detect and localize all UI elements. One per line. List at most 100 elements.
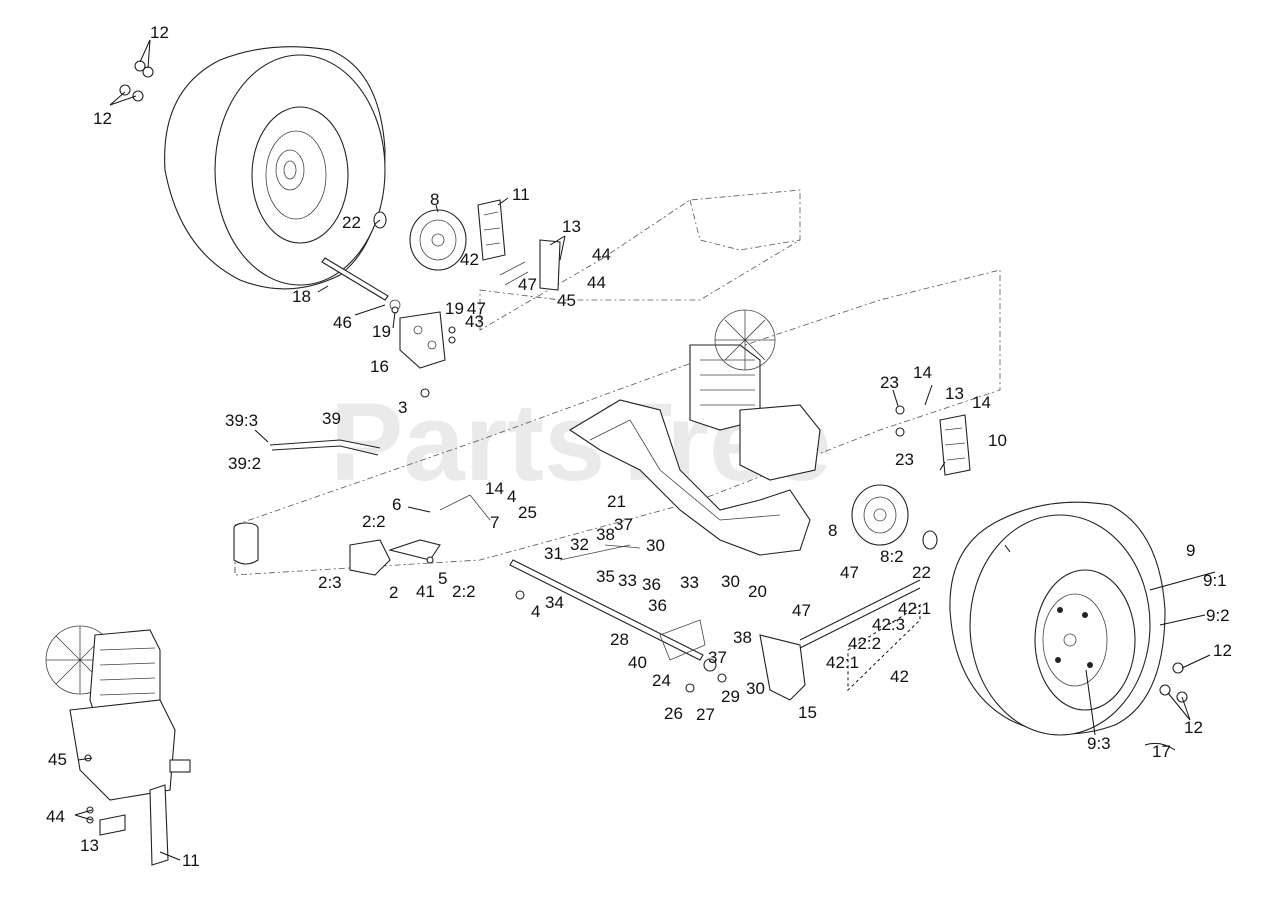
callout-45[interactable]: 45 (557, 291, 576, 310)
callout-21[interactable]: 21 (607, 492, 626, 511)
callout-41[interactable]: 41 (416, 582, 435, 601)
callout-31[interactable]: 31 (544, 544, 563, 563)
callout-23[interactable]: 23 (880, 373, 899, 392)
callout-40[interactable]: 40 (628, 653, 647, 672)
callout-47[interactable]: 47 (840, 563, 859, 582)
callout-9-3[interactable]: 9:3 (1087, 734, 1111, 753)
callout-13[interactable]: 13 (562, 217, 581, 236)
callout-8[interactable]: 8 (828, 521, 837, 540)
callout-44[interactable]: 44 (592, 245, 611, 264)
callout-38[interactable]: 38 (733, 628, 752, 647)
callout-2[interactable]: 2 (389, 583, 398, 602)
callout-42-3[interactable]: 42:3 (872, 615, 905, 634)
callout-18[interactable]: 18 (292, 287, 311, 306)
callout-14[interactable]: 14 (485, 479, 504, 498)
callout-42-1-bottom[interactable]: 42:1 (826, 653, 859, 672)
callout-2-2-bottom[interactable]: 2:2 (452, 582, 476, 601)
callout-19[interactable]: 19 (372, 322, 391, 341)
right-wheel (949, 501, 1166, 736)
callout-38[interactable]: 38 (596, 525, 615, 544)
frame-outline (233, 189, 1001, 576)
callout-26[interactable]: 26 (664, 704, 683, 723)
callout-43[interactable]: 43 (465, 312, 484, 331)
callout-6[interactable]: 6 (392, 495, 401, 514)
callout-9[interactable]: 9 (1186, 541, 1195, 560)
callout-39-2[interactable]: 39:2 (228, 454, 261, 473)
transaxle-bottom-left (45, 625, 191, 866)
callout-13[interactable]: 13 (945, 384, 964, 403)
callout-10[interactable]: 10 (988, 431, 1007, 450)
callout-8-2[interactable]: 8:2 (880, 547, 904, 566)
callout-39[interactable]: 39 (322, 409, 341, 428)
callout-47[interactable]: 47 (467, 299, 486, 318)
callout-29[interactable]: 29 (721, 687, 740, 706)
callout-33[interactable]: 33 (680, 573, 699, 592)
callout-35[interactable]: 35 (596, 567, 615, 586)
callout-36[interactable]: 36 (642, 575, 661, 594)
callout-45[interactable]: 45 (48, 750, 67, 769)
callout-37[interactable]: 37 (614, 515, 633, 534)
callout-30[interactable]: 30 (721, 572, 740, 591)
callout-30[interactable]: 30 (646, 536, 665, 555)
callout-46[interactable]: 46 (333, 313, 352, 332)
callout-22[interactable]: 22 (342, 213, 361, 232)
brake-10-right (939, 414, 971, 476)
callout-14[interactable]: 14 (913, 363, 932, 382)
callout-4[interactable]: 4 (531, 602, 540, 621)
callout-32[interactable]: 32 (570, 535, 589, 554)
callout-28[interactable]: 28 (610, 630, 629, 649)
callout-9-2[interactable]: 9:2 (1206, 606, 1230, 625)
callout-34[interactable]: 34 (545, 593, 564, 612)
callout-27[interactable]: 27 (696, 705, 715, 724)
hardware (84, 60, 1188, 824)
transaxle-center (689, 309, 821, 481)
callout-44[interactable]: 44 (46, 807, 65, 826)
callout-23[interactable]: 23 (895, 450, 914, 469)
callout-17[interactable]: 17 (1152, 742, 1171, 761)
bracket-16 (399, 311, 446, 369)
callout-12[interactable]: 12 (1184, 718, 1203, 737)
callout-19[interactable]: 19 (445, 299, 464, 318)
pin-18 (321, 257, 401, 311)
brake-11-top (477, 199, 506, 261)
callout-42[interactable]: 42 (890, 667, 909, 686)
callout-15[interactable]: 15 (798, 703, 817, 722)
bracket-13-top (499, 239, 561, 291)
callout-11[interactable]: 11 (512, 185, 530, 204)
callout-14[interactable]: 14 (972, 393, 991, 412)
callout-16[interactable]: 16 (370, 357, 389, 376)
callout-4[interactable]: 4 (507, 487, 516, 506)
callout-labels: 12 12 8 11 22 13 44 42 47 44 45 47 18 19… (46, 23, 1232, 870)
callout-3[interactable]: 3 (398, 398, 407, 417)
callout-12[interactable]: 12 (150, 23, 169, 42)
callout-22[interactable]: 22 (912, 563, 931, 582)
callout-7[interactable]: 7 (490, 513, 499, 532)
left-wheel (164, 46, 386, 290)
callout-42-1-top[interactable]: 42:1 (898, 599, 931, 618)
callout-47[interactable]: 47 (518, 275, 537, 294)
callout-33[interactable]: 33 (618, 571, 637, 590)
callout-12[interactable]: 12 (93, 109, 112, 128)
callout-30[interactable]: 30 (746, 679, 765, 698)
callout-20[interactable]: 20 (748, 582, 767, 601)
callout-11[interactable]: 11 (182, 851, 200, 870)
callout-12[interactable]: 12 (1213, 641, 1232, 660)
callout-42[interactable]: 42 (460, 250, 479, 269)
callout-24[interactable]: 24 (652, 671, 671, 690)
callout-5[interactable]: 5 (438, 569, 447, 588)
callout-37[interactable]: 37 (708, 648, 727, 667)
callout-25[interactable]: 25 (518, 503, 537, 522)
callout-8[interactable]: 8 (430, 190, 439, 209)
callout-9-1[interactable]: 9:1 (1203, 571, 1227, 590)
callout-2-3[interactable]: 2:3 (318, 573, 342, 592)
callout-13[interactable]: 13 (80, 836, 99, 855)
control-rods (269, 439, 921, 701)
hub-8-top (373, 209, 467, 271)
callout-44[interactable]: 44 (587, 273, 606, 292)
callout-42-2[interactable]: 42:2 (848, 634, 881, 653)
callout-39-3[interactable]: 39:3 (225, 411, 258, 430)
callout-47[interactable]: 47 (792, 601, 811, 620)
hub-8-right (851, 484, 938, 550)
callout-36[interactable]: 36 (648, 596, 667, 615)
callout-2-2-top[interactable]: 2:2 (362, 512, 386, 531)
